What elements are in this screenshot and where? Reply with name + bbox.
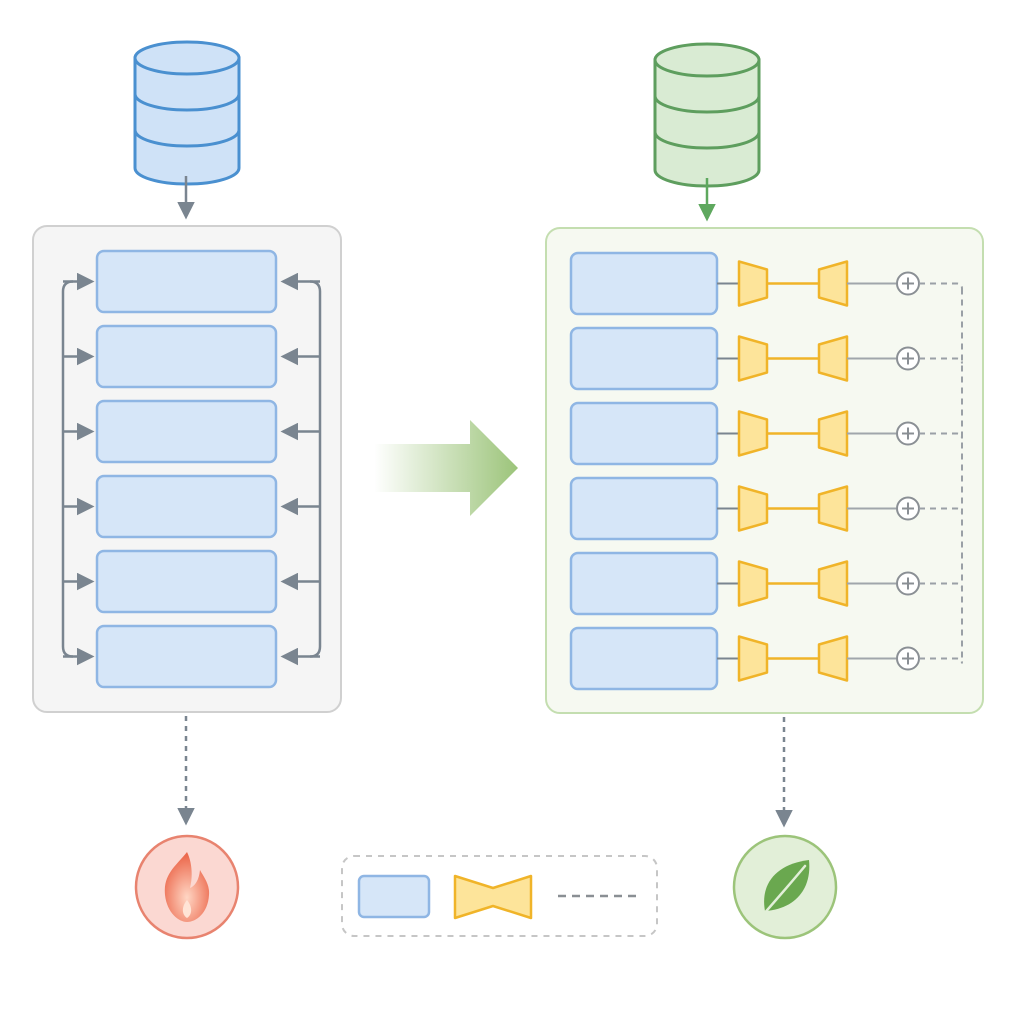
adapter-up-projection — [817, 485, 849, 532]
adapter-down-projection — [737, 560, 769, 607]
right-database-icon — [653, 42, 761, 188]
leaf-icon — [732, 834, 838, 940]
adapter-down-projection — [737, 260, 769, 307]
database-ring — [133, 93, 241, 112]
arrow-right-icon — [374, 420, 518, 516]
plus-sign — [902, 652, 914, 665]
model-layer — [569, 626, 719, 691]
model-layer — [95, 399, 278, 464]
plus-sign — [902, 277, 914, 290]
adapter-up-projection — [817, 260, 849, 307]
adapter-up-projection — [817, 560, 849, 607]
adapter-up-projection — [817, 410, 849, 457]
left-gradient-connectors — [61, 272, 322, 666]
model-layer — [95, 624, 278, 689]
plus-sign — [902, 427, 914, 440]
legend-adapter-swatch — [453, 874, 533, 920]
legend-layer-swatch — [357, 874, 431, 919]
database-body — [653, 58, 761, 188]
model-layer — [569, 251, 719, 316]
model-layer — [95, 549, 278, 614]
model-layer — [569, 401, 719, 466]
model-layer — [95, 324, 278, 389]
legend — [341, 855, 658, 937]
adapter-up-projection — [817, 635, 849, 682]
adapter-down-projection — [737, 410, 769, 457]
database-ring — [653, 131, 761, 150]
residual-dashed-line — [919, 282, 963, 289]
residual-dashed-line — [919, 657, 963, 664]
plus-sign — [902, 502, 914, 515]
model-layer — [569, 476, 719, 541]
plus-sign — [902, 352, 914, 365]
left-layer-stack — [95, 249, 278, 689]
plus-sign — [902, 577, 914, 590]
fire-icon — [134, 834, 240, 940]
residual-dashed-line — [919, 432, 963, 439]
model-layer — [95, 474, 278, 539]
model-layer — [569, 326, 719, 391]
database-top — [653, 42, 761, 78]
database-top — [133, 40, 241, 76]
database-ring — [133, 129, 241, 148]
model-layer — [95, 249, 278, 314]
adapter-up-projection — [817, 335, 849, 382]
adapter-stack — [717, 260, 963, 682]
database-body — [133, 56, 241, 186]
residual-dashed-line — [919, 357, 963, 364]
adapter-down-projection — [737, 335, 769, 382]
model-layer — [569, 551, 719, 616]
adapter-down-projection — [737, 635, 769, 682]
right-layer-stack — [569, 251, 719, 691]
left-database-icon — [133, 40, 241, 186]
database-ring — [653, 95, 761, 114]
adapter-down-projection — [737, 485, 769, 532]
